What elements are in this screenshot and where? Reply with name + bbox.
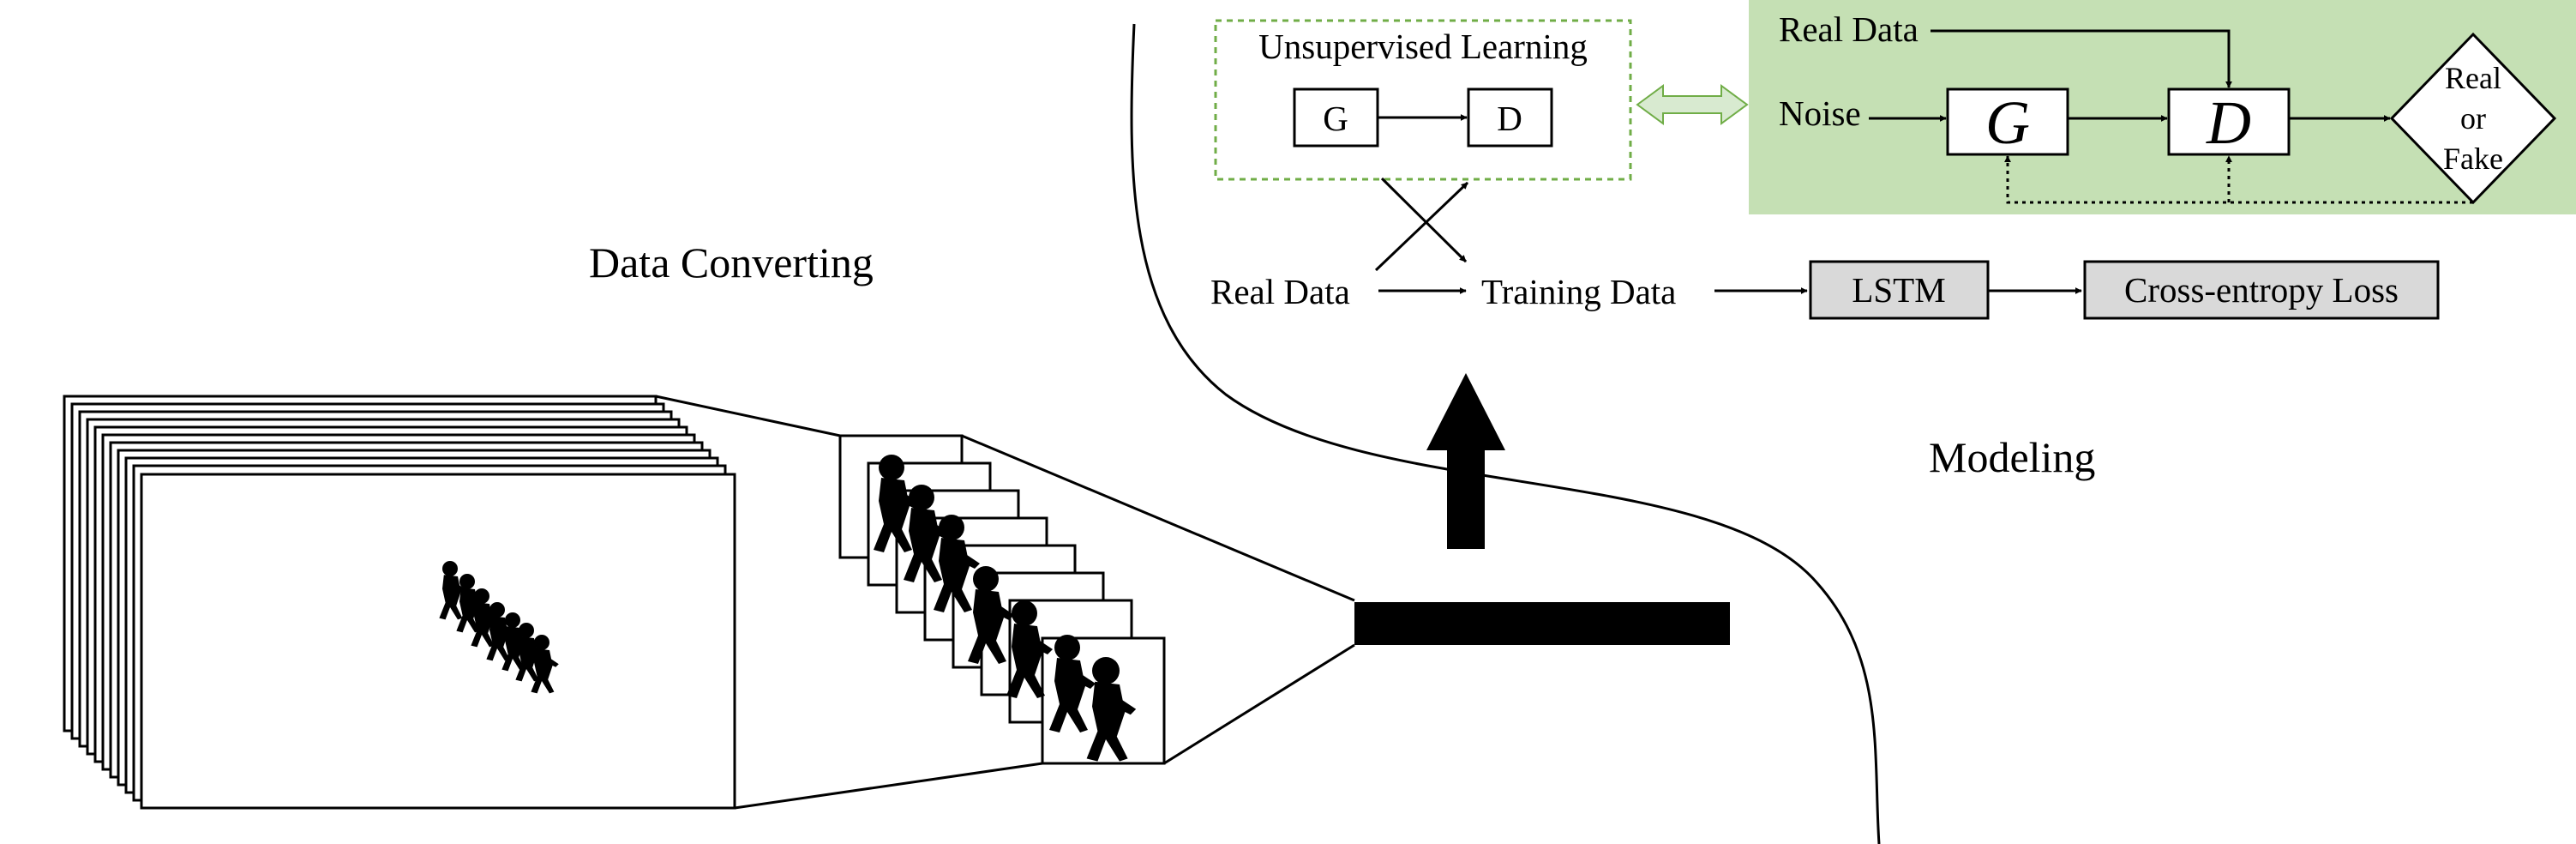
cross-entropy-loss-box: [2083, 260, 2440, 320]
zoom-line-bottom: [734, 762, 1043, 810]
discriminator-box: [2167, 87, 2291, 156]
cropped-frame-stack: [838, 434, 1166, 765]
training-data-label: Training Data: [1481, 272, 1676, 311]
cross-entropy-loss-label: Cross-entropy Loss: [2124, 270, 2399, 310]
cross-arrow-to-discriminator: [1374, 181, 1469, 272]
frame-strip: [1354, 602, 1730, 645]
generator-small-label: G: [1323, 99, 1348, 138]
modeling-label: Modeling: [1929, 433, 2095, 481]
gan-arrows: [1869, 29, 2473, 204]
section-divider-curve: [1130, 23, 1881, 844]
gan-real-data-label: Real Data: [1779, 9, 1918, 49]
unsupervised-learning-box: [1214, 19, 1632, 181]
equivalence-double-arrow-icon: [1636, 84, 1749, 125]
discriminator-small-label: D: [1497, 99, 1522, 138]
real-data-label: Real Data: [1210, 272, 1350, 311]
strip-line-bottom: [1163, 643, 1355, 765]
lstm-box: [1809, 260, 1990, 320]
cross-arrow-to-training: [1380, 177, 1468, 263]
generator-box: [1946, 87, 2069, 156]
video-frame-stack: [63, 395, 736, 810]
decision-label-or: or: [2460, 101, 2486, 136]
strip-line-top: [961, 434, 1355, 602]
gan-noise-label: Noise: [1779, 93, 1861, 133]
discriminator-label: D: [2206, 88, 2251, 157]
zoom-line-top: [655, 395, 841, 437]
generator-label: G: [1985, 88, 2030, 157]
unsupervised-learning-title: Unsupervised Learning: [1258, 27, 1588, 66]
thick-up-arrow-icon: [1426, 373, 1505, 549]
data-converting-label: Data Converting: [589, 238, 874, 286]
decision-label-fake: Fake: [2443, 142, 2503, 176]
lstm-label: LSTM: [1852, 270, 1945, 310]
decision-label-real: Real: [2445, 61, 2501, 95]
discriminator-small-box: [1467, 87, 1553, 148]
